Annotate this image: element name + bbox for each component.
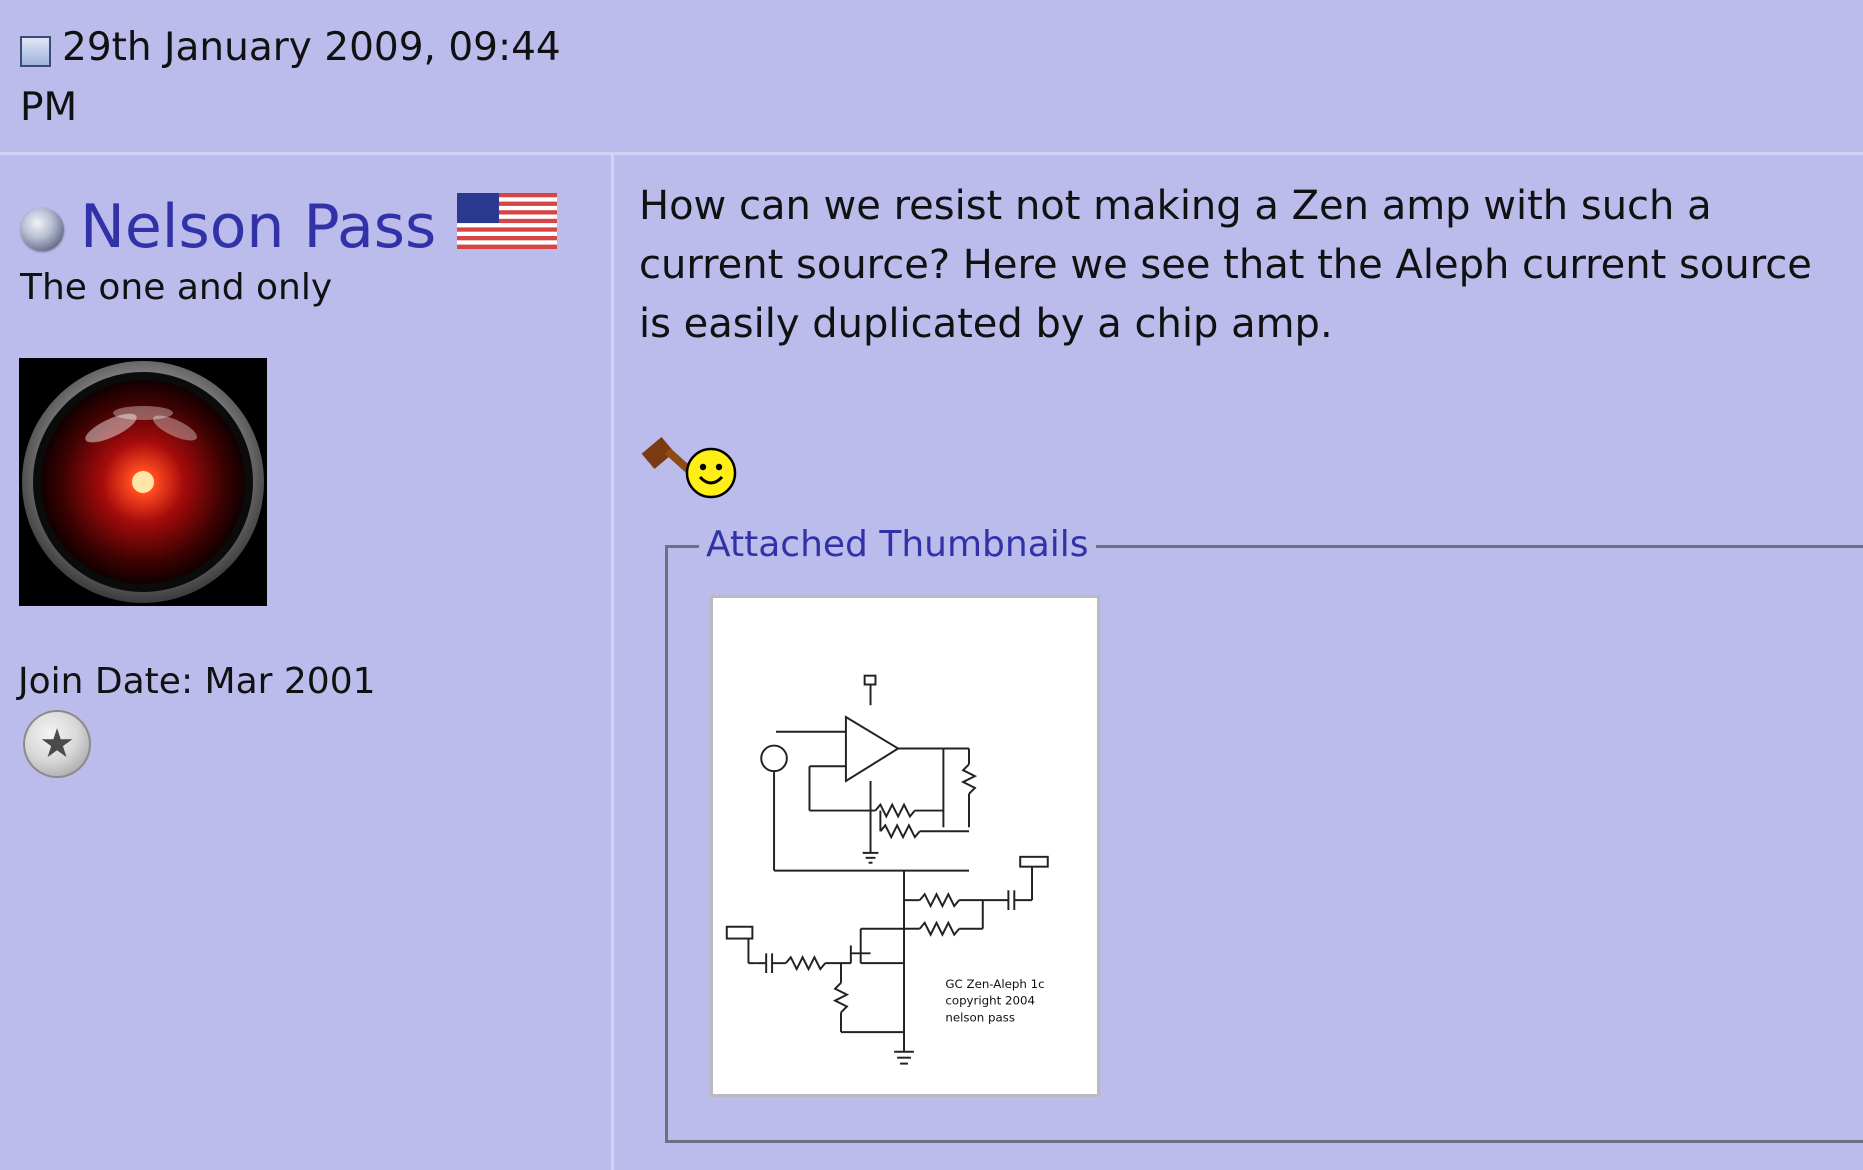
thumbnail-caption-line-2: copyright 2004: [945, 994, 1035, 1008]
post-header: 29th January 2009, 09:44 PM: [0, 0, 1863, 155]
smile-icon: [685, 447, 737, 499]
thumbnail-caption-line-1: GC Zen-Aleph 1c: [945, 977, 1044, 991]
zen-aleph-schematic-thumbnail[interactable]: GC Zen-Aleph 1c copyright 2004 nelson pa…: [710, 595, 1100, 1097]
username-link[interactable]: Nelson Pass: [80, 192, 437, 262]
post-date: 29th January 2009, 09:44 PM: [20, 25, 561, 130]
attached-thumbnails-box: [665, 545, 1863, 1143]
online-status-icon: [21, 208, 64, 251]
post-document-icon: [20, 36, 51, 67]
join-date: Join Date: Mar 2001: [18, 661, 376, 702]
avatar: [19, 358, 267, 606]
star-rank-icon: ★: [23, 710, 91, 778]
thumbnail-caption-line-3: nelson pass: [945, 1010, 1015, 1024]
post-message: How can we resist not making a Zen amp w…: [639, 183, 1812, 347]
user-title: The one and only: [20, 267, 333, 308]
smilies: [641, 436, 737, 499]
post-content: How can we resist not making a Zen amp w…: [614, 155, 1863, 1170]
us-flag-icon: [457, 193, 557, 249]
user-sidebar: Nelson Pass The one and only: [0, 155, 614, 1170]
attached-thumbnails-legend: Attached Thumbnails: [699, 520, 1096, 570]
